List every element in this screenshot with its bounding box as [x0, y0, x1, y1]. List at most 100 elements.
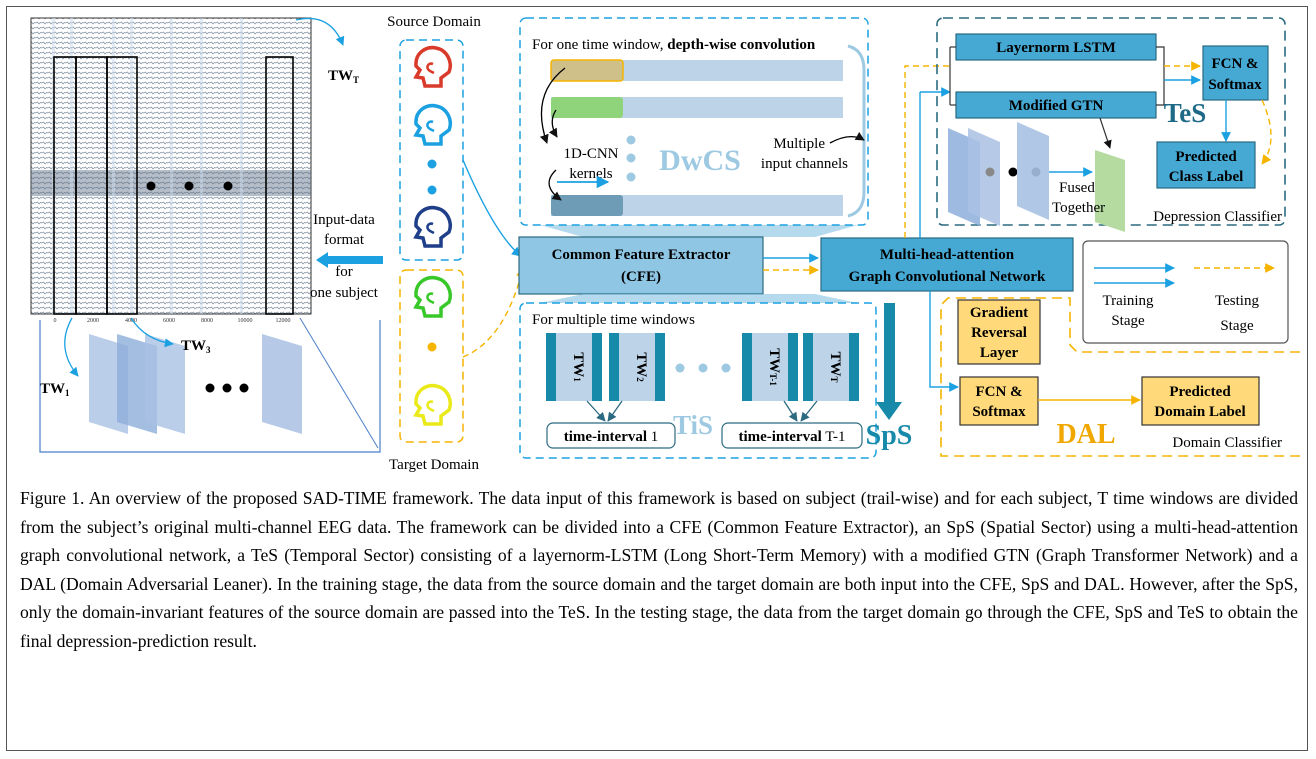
dwcs-section: For one time window, depth-wise convolut…	[519, 17, 869, 237]
input-format-arrow	[316, 252, 383, 268]
target-ellipsis-dot	[427, 342, 437, 352]
channels-arrow	[829, 131, 865, 144]
tis-heading: For multiple time windows	[532, 312, 695, 328]
cfe-label: (CFE)	[621, 269, 661, 285]
gcn-label: Graph Convolutional Network	[849, 269, 1046, 285]
interval-arrow	[800, 400, 818, 422]
head-icon	[413, 205, 452, 248]
domain-label-text: Predicted	[1169, 384, 1231, 400]
tes-fcn-label: Softmax	[1208, 77, 1262, 93]
tw-ellipsis-dot	[239, 383, 249, 393]
svg-text:TW1: TW1	[570, 352, 586, 382]
tis-ellipsis-dot	[675, 363, 685, 373]
eeg-panel: 0 2000 4000 6000 8000 10000 12000 TWT TW…	[30, 17, 381, 453]
channel-bar	[551, 195, 843, 216]
source-heads	[413, 45, 452, 248]
source-ellipsis-dot	[427, 185, 437, 195]
tes-map-dot	[985, 167, 995, 177]
figure-caption: Figure 1. An overview of the proposed SA…	[20, 488, 1298, 651]
target-to-cfe-arrow	[462, 267, 526, 358]
tis-window: TW1	[546, 333, 602, 401]
tis-window: TWT-1	[742, 333, 798, 401]
source-domain-box	[399, 39, 464, 261]
head-icon	[413, 275, 452, 318]
fused-label: Together	[1052, 200, 1105, 216]
tis-label: TiS	[673, 410, 713, 440]
tw-highlight-t	[265, 56, 294, 315]
lstm-label: Layernorm LSTM	[996, 40, 1116, 56]
gtn-label: Modified GTN	[1009, 98, 1104, 114]
svg-text:TWT: TWT	[827, 351, 843, 382]
channel-dot	[626, 135, 636, 145]
legend: Training Stage Testing Stage	[1082, 240, 1289, 344]
tes-fcn-label: FCN &	[1211, 56, 1258, 72]
kernel-block	[550, 59, 624, 82]
tes-section: Layernorm LSTM Modified GTN FCN & Softma…	[936, 17, 1286, 232]
input-format-line: for	[335, 264, 353, 280]
feature-map	[968, 128, 1000, 226]
eeg-ellipsis-dot	[223, 181, 233, 191]
grl-label: Gradient	[970, 305, 1028, 321]
tis-ellipsis-dot	[721, 363, 731, 373]
cfe-box[interactable]	[518, 236, 764, 295]
gcn-box[interactable]	[820, 237, 1074, 292]
tes-fcn-box[interactable]	[1202, 45, 1269, 101]
kernel-arrow	[539, 67, 566, 144]
dwcs-heading: For one time window, depth-wise convolut…	[532, 37, 816, 53]
gtn-to-fused-arrow	[1099, 117, 1112, 149]
tes-label: TeS	[1164, 98, 1207, 128]
head-icon	[413, 383, 452, 426]
gtn-box[interactable]	[955, 91, 1157, 119]
dal-fcn-box[interactable]	[959, 376, 1039, 426]
sps-label: SpS	[866, 420, 913, 451]
kernels-label: 1D-CNN	[564, 146, 619, 162]
time-interval-t-box	[721, 422, 863, 449]
grl-label: Layer	[980, 345, 1019, 361]
tw-window-3	[145, 334, 185, 434]
x-tick: 12000	[276, 318, 291, 324]
source-domain-label: Source Domain	[387, 14, 481, 30]
tw-stack	[89, 334, 302, 434]
tw-highlight-3	[106, 56, 138, 315]
lstm-box[interactable]	[955, 33, 1157, 61]
input-format-line: Input-data	[313, 212, 375, 228]
x-tick: 8000	[201, 318, 213, 324]
dwcs-zoom-trapezoid	[540, 225, 858, 237]
x-tick: 10000	[238, 318, 253, 324]
target-domain-box	[399, 269, 464, 443]
domain-classifier-label: Domain Classifier	[1172, 435, 1282, 451]
tw-ellipsis-dot	[205, 383, 215, 393]
channel-bracket	[847, 44, 866, 218]
cfe-label: Common Feature Extractor	[552, 247, 731, 263]
gcn-to-dal-line	[929, 291, 959, 392]
domain-label-box[interactable]	[1141, 376, 1260, 426]
head-icon	[413, 103, 452, 146]
legend-training-label: Training	[1102, 293, 1154, 309]
tis-ellipsis-dot	[698, 363, 708, 373]
gcn-label: Multi-head-attention	[880, 247, 1015, 263]
domain-label-text: Domain Label	[1154, 404, 1245, 420]
kernel-block	[551, 195, 623, 216]
dal-fcn-label: Softmax	[972, 404, 1026, 420]
dal-label: DAL	[1056, 419, 1115, 450]
grl-box[interactable]	[957, 299, 1041, 365]
class-label-text: Class Label	[1169, 169, 1244, 185]
tes-merge	[1156, 46, 1165, 106]
tis-window: TW2	[609, 333, 665, 401]
channels-label: input channels	[761, 156, 848, 172]
class-label-box[interactable]	[1156, 141, 1256, 189]
class-label-text: Predicted	[1175, 149, 1237, 165]
tw3-curve-arrow	[130, 317, 174, 348]
framework-diagram: 0 2000 4000 6000 8000 10000 12000 TWT TW…	[30, 14, 1300, 473]
head-icon	[413, 45, 452, 88]
x-tick: 6000	[163, 318, 175, 324]
time-interval-1-label: time-interval 1	[564, 429, 659, 445]
source-ellipsis-dot	[427, 159, 437, 169]
eeg-ellipsis-dot	[146, 181, 156, 191]
tes-map-dot	[1008, 167, 1018, 177]
tis-section: For multiple time windows TW1 TW2 TWT-1 …	[519, 294, 877, 459]
target-domain-label: Target Domain	[389, 457, 479, 473]
tw-t-label: TWT	[328, 68, 359, 85]
input-format-line: format	[324, 232, 365, 248]
x-tick: 0	[54, 318, 57, 324]
